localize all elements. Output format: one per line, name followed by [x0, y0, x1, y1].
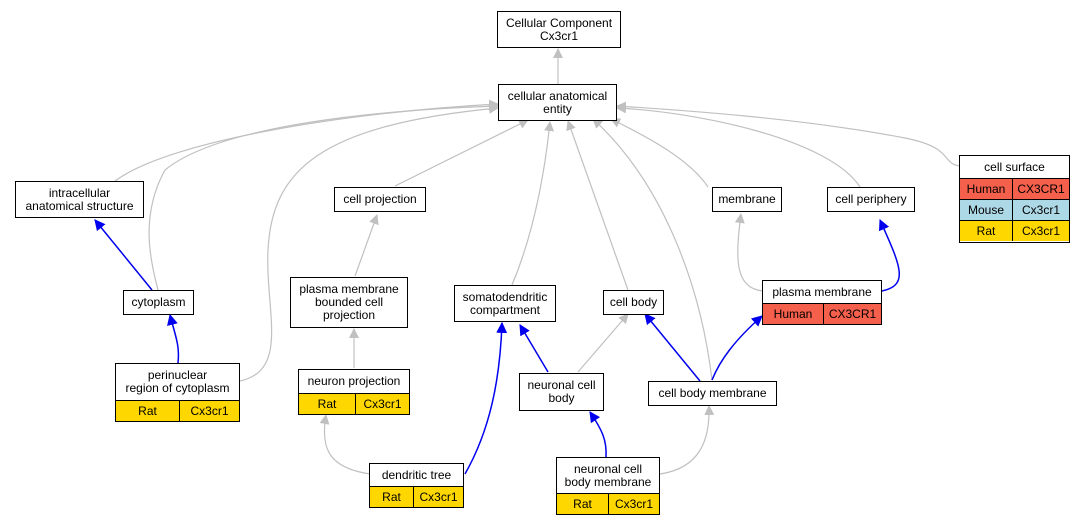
edge: [592, 118, 713, 381]
node-label: neuron projection: [307, 374, 401, 388]
edge: [659, 405, 715, 475]
node-intracellular-anatomical-structure[interactable]: intracellular anatomical structure: [15, 181, 144, 218]
node-label: cytoplasm: [131, 295, 186, 309]
gene-cell: CX3CR1: [1012, 179, 1069, 199]
node-cell-projection[interactable]: cell projection: [334, 187, 426, 212]
gene-cell: CX3CR1: [823, 304, 881, 324]
edge: [878, 218, 901, 292]
node-cellular-component[interactable]: Cellular Component Cx3cr1: [497, 11, 621, 48]
edge: [616, 101, 961, 167]
node-label: neuronal cell body: [527, 378, 596, 405]
species-cell: Rat: [299, 394, 355, 414]
edge: [319, 414, 371, 475]
node-neuronal-cell-body[interactable]: neuronal cell body: [519, 373, 604, 411]
species-cell: Rat: [116, 401, 179, 421]
edge: [114, 99, 499, 182]
node-label: somatodendritic compartment: [462, 289, 548, 317]
node-somatodendritic-compartment[interactable]: somatodendritic compartment: [454, 285, 556, 322]
species-cell: Human: [960, 179, 1012, 199]
node-cell-periphery[interactable]: cell periphery: [827, 187, 915, 212]
edges-layer: [94, 48, 961, 475]
node-plasma-membrane-bounded-cell-projection[interactable]: plasma membrane bounded cell projection: [290, 277, 408, 328]
node-label: perinuclear region of cytoplasm: [125, 368, 230, 395]
annotation-row: Rat Cx3cr1: [960, 220, 1069, 241]
node-cell-body-membrane[interactable]: cell body membrane: [648, 381, 777, 406]
gene-cell: Cx3cr1: [1012, 221, 1069, 241]
gene-cell: Cx3cr1: [413, 487, 463, 507]
node-label: cellular anatomical entity: [507, 88, 608, 116]
gene-cell: Cx3cr1: [179, 401, 239, 421]
gene-cell: Cx3cr1: [608, 494, 659, 514]
edge: [589, 411, 607, 458]
node-label: cell body: [609, 295, 658, 309]
annotation-row: Mouse Cx3cr1: [960, 199, 1069, 220]
edge: [167, 313, 180, 364]
edge: [616, 103, 861, 188]
node-neuronal-cell-body-membrane[interactable]: neuronal cell body membrane Rat Cx3cr1: [556, 457, 660, 515]
node-label: plasma membrane: [772, 284, 872, 299]
edge: [566, 120, 629, 291]
edge: [511, 121, 555, 286]
edge: [610, 118, 709, 188]
annotation-row: Rat Cx3cr1: [370, 486, 463, 507]
annotation-row: Human CX3CR1: [960, 178, 1069, 199]
node-label: cell projection: [343, 192, 417, 206]
species-cell: Human: [763, 304, 823, 324]
node-neuron-projection[interactable]: neuron projection Rat Cx3cr1: [298, 369, 410, 415]
edge: [94, 219, 153, 291]
node-dendritic-tree[interactable]: dendritic tree Rat Cx3cr1: [369, 463, 464, 508]
edge: [464, 321, 508, 475]
edge: [644, 313, 701, 382]
node-cellular-anatomical-entity[interactable]: cellular anatomical entity: [498, 84, 617, 121]
gene-cell: Cx3cr1: [355, 394, 409, 414]
species-cell: Rat: [557, 494, 608, 514]
edge: [239, 103, 499, 382]
species-cell: Rat: [960, 221, 1012, 241]
node-label: membrane: [718, 192, 776, 206]
node-label: cell surface: [984, 159, 1045, 174]
node-cell-body[interactable]: cell body: [603, 290, 664, 315]
node-label: neuronal cell body membrane: [564, 461, 652, 489]
node-label: cell periphery: [835, 192, 907, 206]
node-plasma-membrane[interactable]: plasma membrane Human CX3CR1: [762, 280, 882, 325]
edge: [734, 213, 764, 292]
node-label: dendritic tree: [381, 467, 452, 482]
edge: [148, 101, 499, 291]
edge: [394, 119, 529, 187]
annotation-row: Rat Cx3cr1: [116, 400, 239, 421]
annotation-row: Rat Cx3cr1: [299, 393, 409, 414]
node-label: Cellular Component Cx3cr1: [505, 15, 613, 43]
edge: [519, 324, 549, 373]
gene-cell: Cx3cr1: [1012, 200, 1069, 220]
node-cytoplasm[interactable]: cytoplasm: [123, 290, 194, 315]
node-label: cell body membrane: [658, 386, 767, 400]
annotation-row: Rat Cx3cr1: [557, 493, 659, 514]
edge: [577, 313, 629, 373]
node-label: intracellular anatomical structure: [25, 185, 134, 213]
edge: [711, 315, 763, 381]
species-cell: Rat: [370, 487, 413, 507]
node-cell-surface[interactable]: cell surface Human CX3CR1 Mouse Cx3cr1 R…: [959, 155, 1070, 243]
edge: [354, 214, 379, 277]
node-perinuclear-region-of-cytoplasm[interactable]: perinuclear region of cytoplasm Rat Cx3c…: [115, 363, 240, 422]
annotation-row: Human CX3CR1: [763, 303, 881, 324]
species-cell: Mouse: [960, 200, 1012, 220]
node-label: plasma membrane bounded cell projection: [299, 282, 399, 322]
node-membrane[interactable]: membrane: [712, 187, 782, 212]
